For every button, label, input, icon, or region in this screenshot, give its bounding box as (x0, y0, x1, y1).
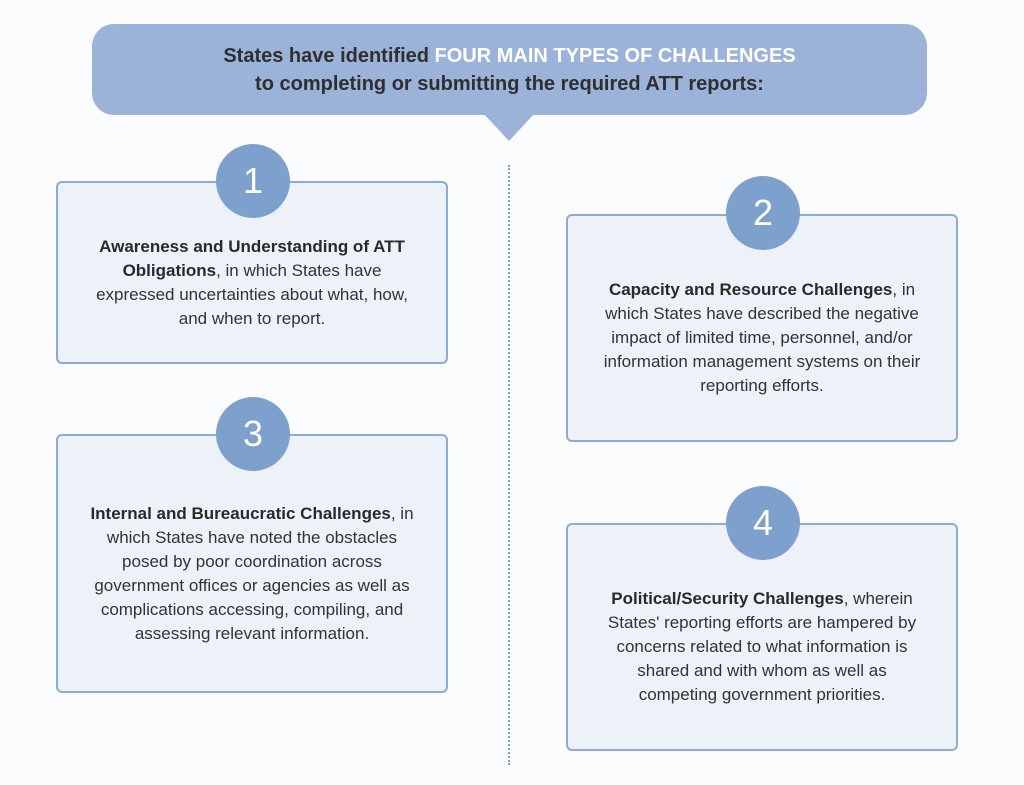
banner-pointer (484, 114, 534, 141)
challenge-box-2: Capacity and Resource Challenges, in whi… (566, 214, 958, 442)
number-badge-1: 1 (216, 144, 290, 218)
challenge-text: Political/Security Challenges, wherein S… (602, 587, 922, 707)
challenge-title: Capacity and Resource Challenges (608, 280, 893, 299)
challenge-description: , in which States have expressed uncerta… (96, 260, 408, 328)
challenge-description: , wherein States' reporting efforts are … (607, 589, 917, 704)
number-badge-2: 2 (726, 176, 800, 250)
challenge-text: Awareness and Understanding of ATT Oblig… (92, 235, 412, 331)
banner-line-2: to completing or submitting the required… (255, 72, 764, 95)
challenge-description: , in which States have noted the obstacl… (94, 503, 414, 643)
banner-highlight: FOUR MAIN TYPES OF CHALLENGES (434, 44, 796, 67)
number-badge-3: 3 (216, 397, 290, 471)
challenge-box-3: Internal and Bureaucratic Challenges, in… (56, 434, 448, 693)
challenge-text: Capacity and Resource Challenges, in whi… (602, 278, 922, 398)
challenge-title: Internal and Bureaucratic Challenges (90, 503, 391, 523)
banner-line-1: States have identified FOUR MAIN TYPES O… (223, 44, 796, 67)
header-banner: States have identified FOUR MAIN TYPES O… (92, 24, 927, 115)
challenge-title: Awareness and Understanding of ATT Oblig… (99, 236, 405, 280)
dotted-divider (508, 165, 510, 765)
challenge-title: Political/Security Challenges (611, 589, 844, 608)
challenge-box-4: Political/Security Challenges, wherein S… (566, 523, 958, 751)
challenge-text: Internal and Bureaucratic Challenges, in… (87, 502, 417, 646)
challenge-description: , in which States have described the neg… (603, 280, 921, 395)
number-badge-4: 4 (726, 486, 800, 560)
